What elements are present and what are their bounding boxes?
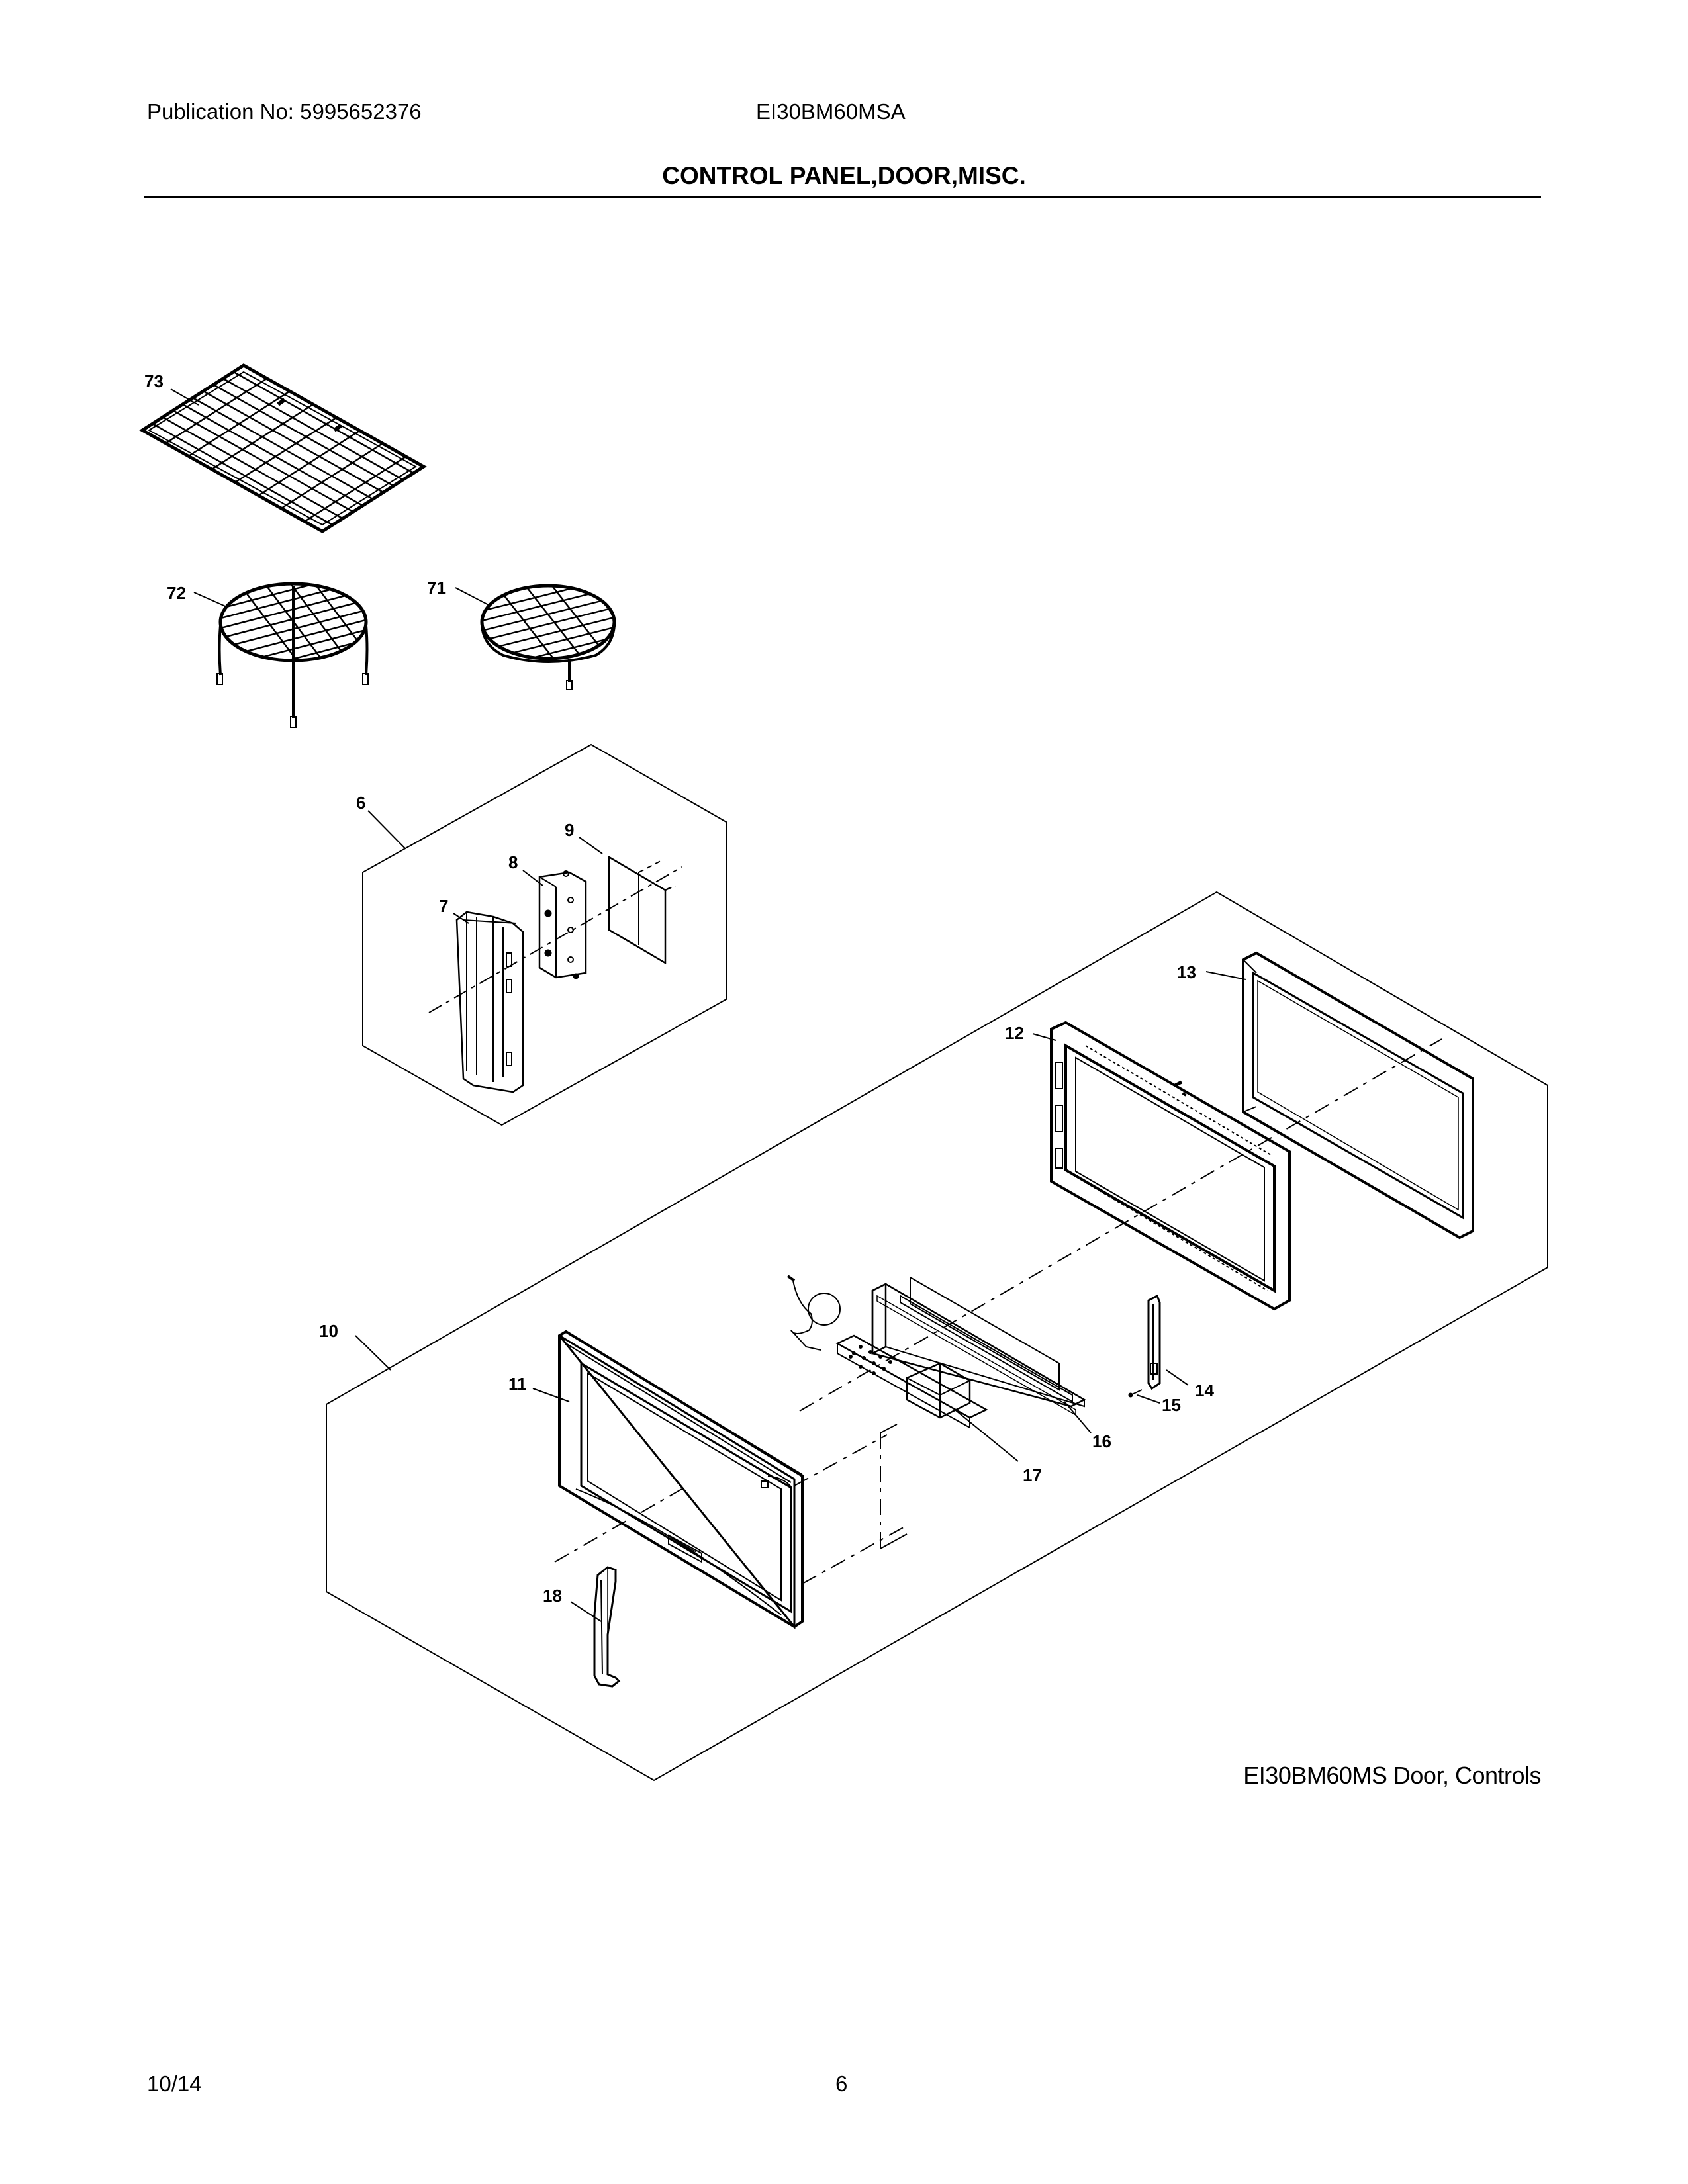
- leader-16: [1064, 1401, 1092, 1433]
- door-latch-14: [1147, 1294, 1161, 1390]
- inner-door-12: [1050, 1021, 1291, 1311]
- title-rule: [144, 196, 1541, 198]
- control-board-8: [538, 870, 587, 979]
- wire-harness: [786, 1275, 841, 1351]
- publication-number: Publication No: 5995652376: [147, 99, 422, 124]
- leader-18: [570, 1601, 602, 1622]
- leader-6: [367, 810, 406, 849]
- model-number: EI30BM60MSA: [756, 99, 906, 124]
- callout-17: 17: [1023, 1465, 1042, 1485]
- callout-13: 13: [1177, 962, 1196, 982]
- callout-71: 71: [427, 578, 446, 598]
- callout-72: 72: [167, 583, 186, 603]
- leader-14: [1166, 1369, 1189, 1386]
- callout-12: 12: [1005, 1023, 1024, 1043]
- callout-6: 6: [356, 793, 365, 813]
- door-handle-18: [593, 1566, 621, 1688]
- callout-10: 10: [319, 1321, 338, 1341]
- callout-7: 7: [439, 896, 448, 916]
- callout-73: 73: [144, 371, 164, 391]
- round-rack-71: [480, 584, 616, 690]
- leader-9: [579, 837, 603, 854]
- callout-18: 18: [543, 1586, 562, 1606]
- leader-13: [1205, 971, 1246, 980]
- callout-9: 9: [565, 820, 574, 840]
- leader-10: [355, 1335, 391, 1371]
- callout-14: 14: [1195, 1381, 1214, 1400]
- leader-12: [1032, 1033, 1056, 1041]
- door-frame-13: [1242, 951, 1474, 1240]
- diagram-caption: EI30BM60MS Door, Controls: [1243, 1762, 1541, 1789]
- footer-date: 10/14: [147, 2071, 202, 2096]
- oven-rack-73: [139, 363, 427, 533]
- display-panel-16: [871, 1276, 1086, 1416]
- leader-11: [532, 1388, 570, 1402]
- leader-15: [1137, 1394, 1160, 1404]
- leader-7: [453, 913, 469, 924]
- callout-16: 16: [1092, 1432, 1111, 1451]
- callout-15: 15: [1162, 1395, 1181, 1415]
- bracket-9: [608, 855, 676, 965]
- outer-door-11: [558, 1330, 804, 1630]
- control-board-17: [835, 1334, 988, 1429]
- door-assembly-10: [326, 891, 1548, 1782]
- callout-8: 8: [508, 852, 518, 872]
- leader-71: [455, 587, 491, 606]
- control-panel-7: [455, 911, 524, 1093]
- control-panel-assembly-6: [362, 743, 727, 1126]
- leader-8: [522, 870, 543, 886]
- round-rack-72: [216, 582, 369, 728]
- leader-72: [193, 592, 229, 608]
- leader-73: [170, 388, 199, 406]
- page-title: CONTROL PANEL,DOOR,MISC.: [662, 162, 1026, 189]
- callout-11: 11: [508, 1374, 527, 1394]
- leader-17: [953, 1408, 1019, 1462]
- page-number: 6: [835, 2071, 848, 2096]
